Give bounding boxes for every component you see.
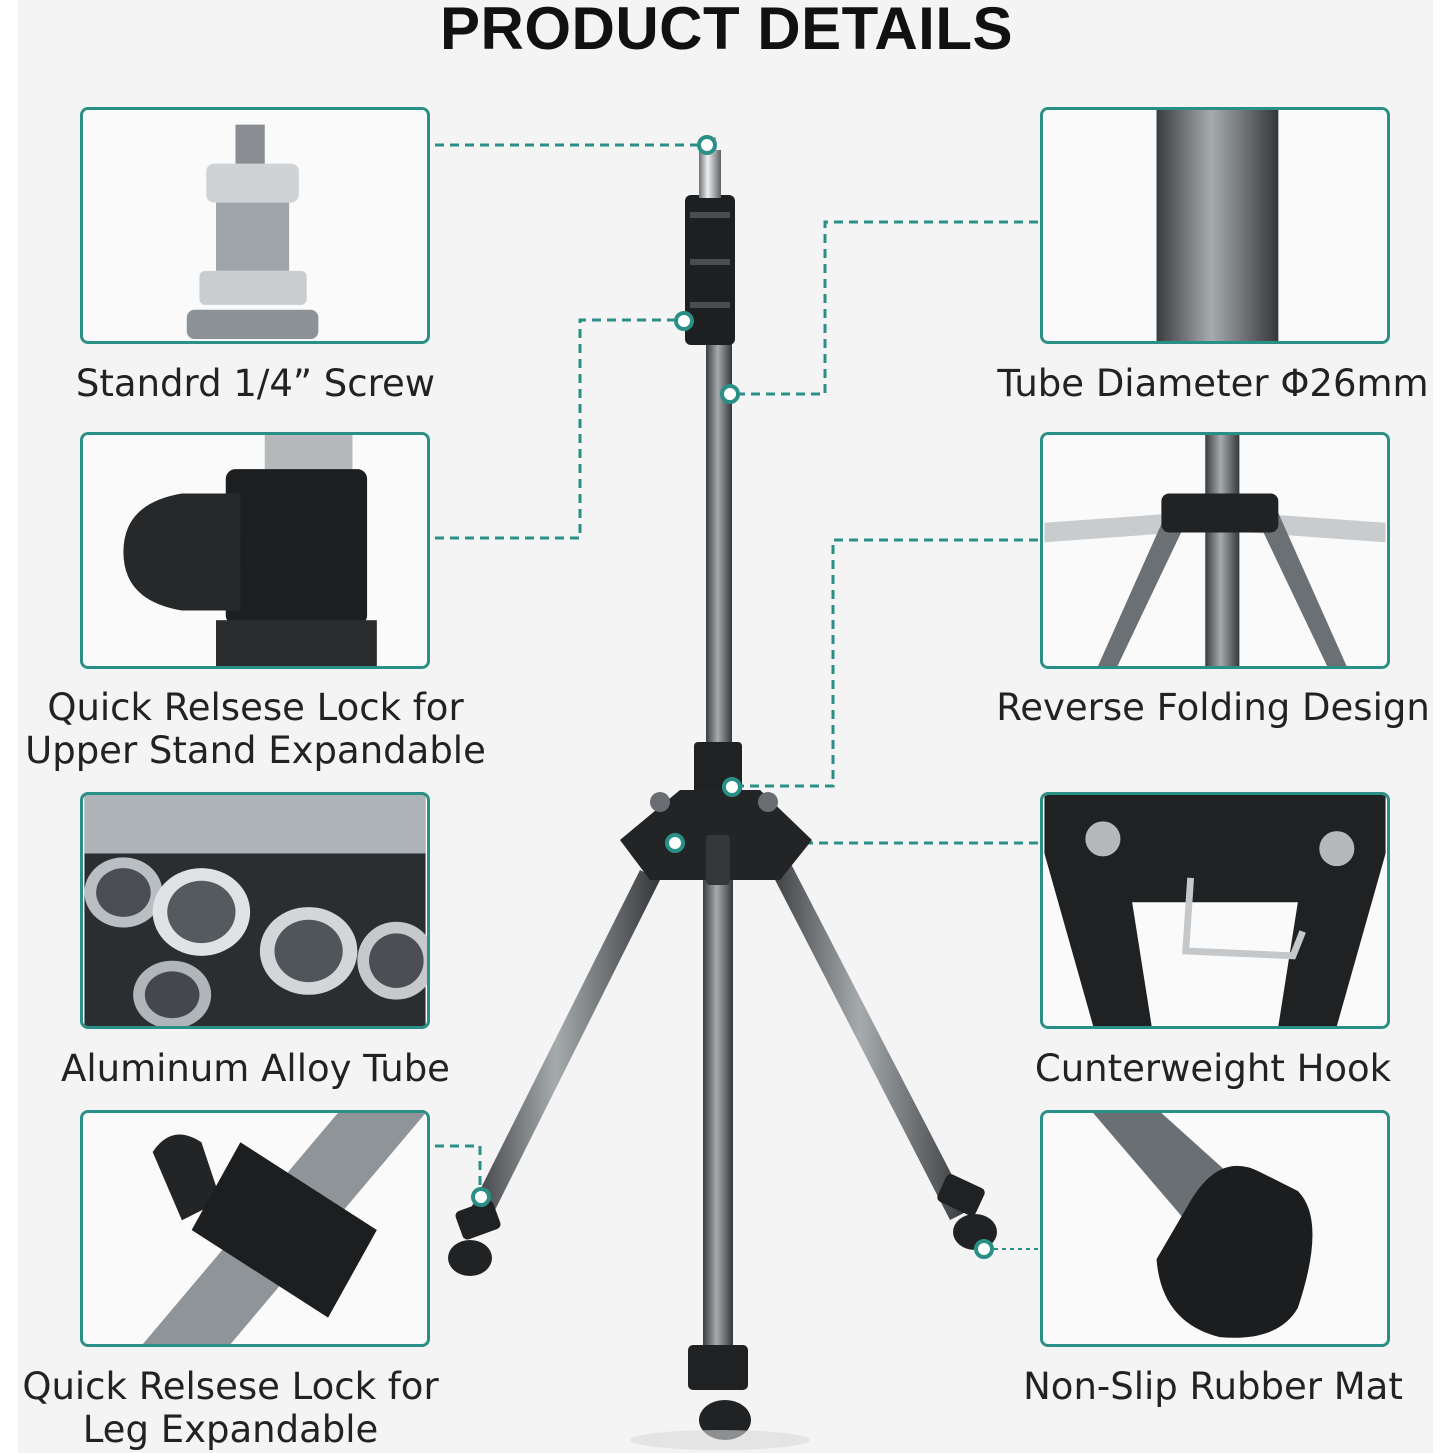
screw-photo	[80, 107, 430, 344]
page-title: PRODUCT DETAILS	[439, 0, 1014, 62]
leader-upper-lock	[435, 318, 684, 540]
hook-caption: Cunterweight Hook	[1034, 1047, 1392, 1090]
diameter-photo	[1040, 107, 1390, 344]
leg-lock-caption-line2: Leg Expandable	[82, 1408, 379, 1451]
diameter-caption: Tube Diameter Φ26mm	[997, 362, 1429, 405]
leader-diameter	[730, 220, 1038, 396]
tripod	[448, 137, 997, 1450]
upper-lock-caption: Quick Relsese Lock for Upper Stand Expan…	[18, 686, 493, 772]
upper-lock-caption-line1: Quick Relsese Lock for	[47, 686, 464, 729]
folding-photo	[1040, 432, 1390, 669]
tube-photo	[80, 792, 430, 1029]
tube-caption: Aluminum Alloy Tube	[61, 1047, 450, 1090]
mat-photo	[1040, 1110, 1390, 1347]
hook-photo	[1040, 792, 1390, 1029]
callout-dots	[471, 135, 994, 1259]
screw-caption: Standrd 1/4” Screw	[75, 362, 436, 405]
tripod-leg-center	[703, 880, 733, 1360]
leader-leg-lock	[435, 1144, 482, 1196]
leader-folding	[732, 538, 1038, 788]
tripod-column	[706, 340, 732, 750]
leg-lock-photo	[80, 1110, 430, 1347]
tripod-leg-right	[770, 862, 970, 1220]
mat-caption: Non-Slip Rubber Mat	[1023, 1365, 1403, 1408]
leader-lines	[435, 143, 1038, 1250]
upper-lock-photo	[80, 432, 430, 669]
leg-lock-caption-line1: Quick Relsese Lock for	[22, 1365, 439, 1408]
upper-lock-caption-line2: Upper Stand Expandable	[25, 729, 486, 772]
leg-lock-caption: Quick Relsese Lock for Leg Expandable	[18, 1365, 443, 1451]
folding-caption: Reverse Folding Design	[996, 686, 1430, 729]
tripod-leg-left	[470, 870, 660, 1220]
